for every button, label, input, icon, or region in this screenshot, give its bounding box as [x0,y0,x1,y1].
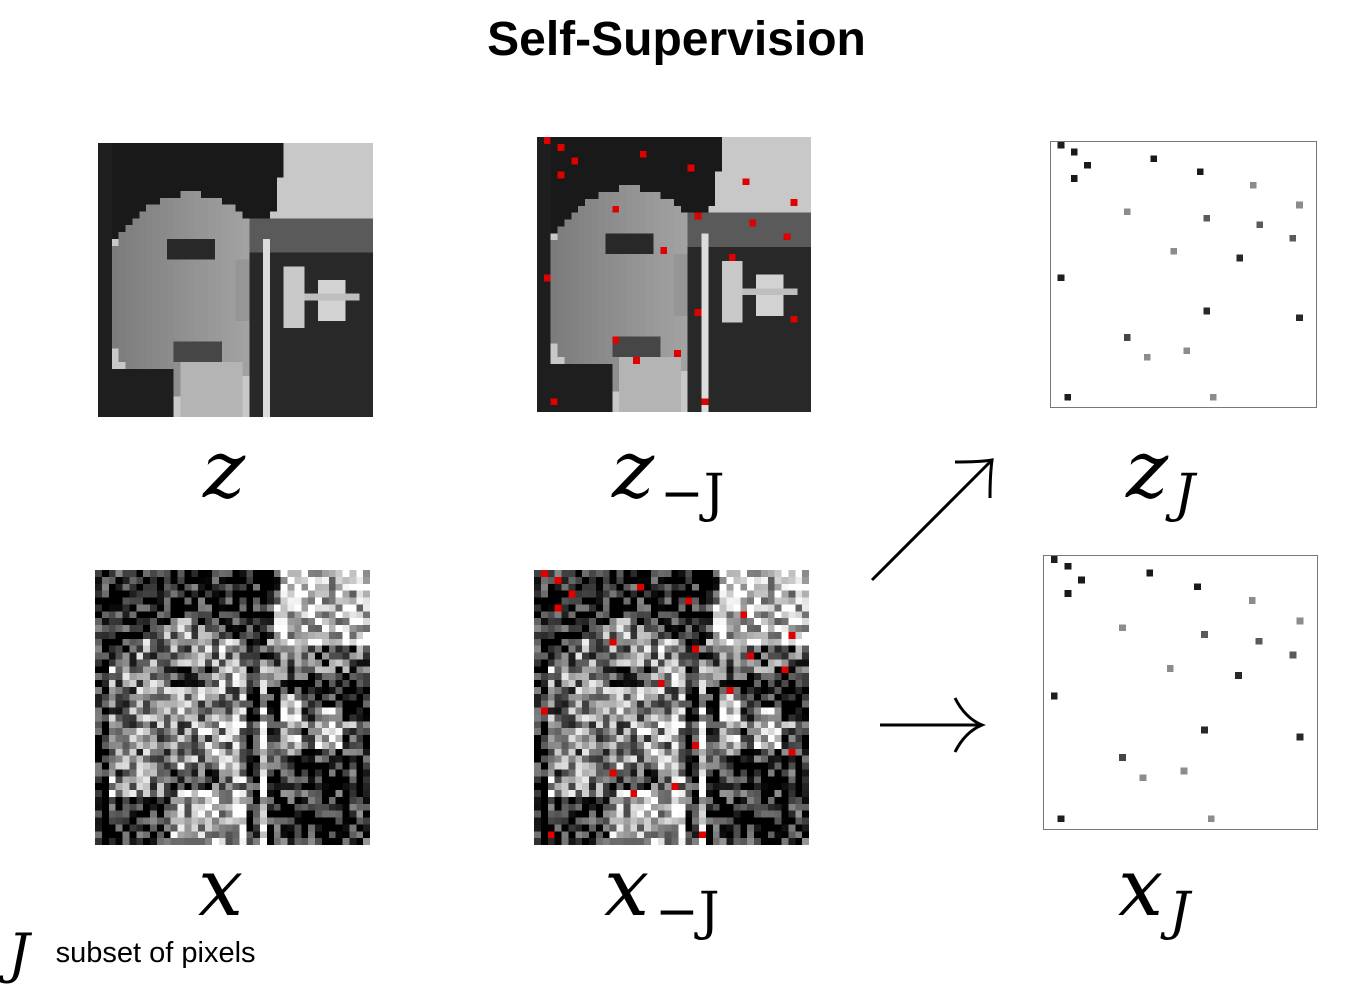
label-x: x [198,841,244,934]
image-z-masked [537,137,811,412]
image-x-subset [1043,555,1318,830]
arrow-right-icon [880,697,986,753]
label-z: z [203,423,246,516]
image-x-noisy [95,570,370,845]
legend-symbol: J [8,922,30,985]
arrow-diagonal-icon [870,458,994,582]
image-z-subset [1050,141,1317,408]
label-z-minus-j: z−J [612,423,725,524]
page-title: Self-Supervision [487,13,866,66]
image-x-masked [534,570,809,845]
image-z-clean [98,143,373,417]
legend-text: subset of pixels [55,937,256,969]
label-x-minus-j: x−J [604,841,720,942]
